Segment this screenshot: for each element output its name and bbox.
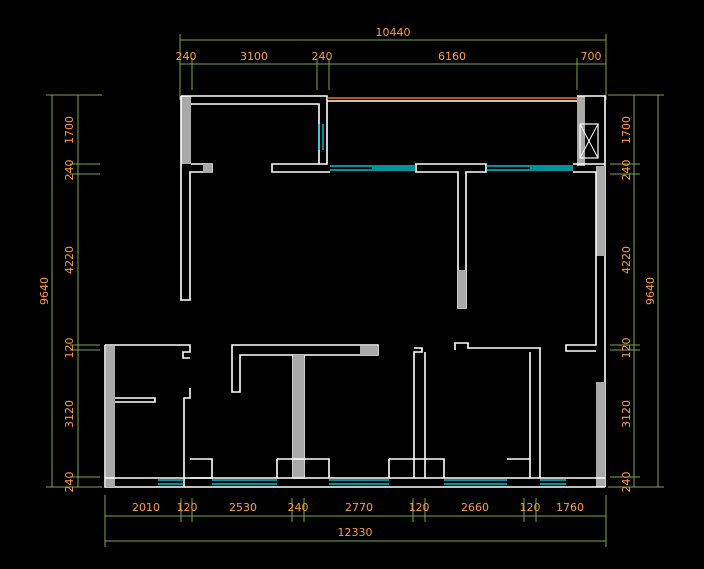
dim-bottom-seg-6: 120	[409, 501, 430, 514]
walls	[104, 95, 606, 488]
dim-right-seg-3: 4220	[620, 246, 633, 274]
dim-right-total: 9640	[644, 277, 657, 305]
window-bottom-3	[329, 479, 389, 485]
dim-bottom-seg-8: 120	[520, 501, 541, 514]
dim-bottom-seg-4: 240	[288, 501, 309, 514]
wall-top-left-room	[181, 95, 330, 173]
dimension-bottom: 2010 120 2530 240 2770 120 2660 120 1760…	[104, 495, 607, 547]
dim-bottom-seg-7: 2660	[461, 501, 489, 514]
dim-top-seg-1: 240	[176, 50, 197, 63]
shaft-box	[579, 123, 599, 159]
dim-left-seg-1: 1700	[63, 116, 76, 144]
dim-bottom-seg-9: 1760	[556, 501, 584, 514]
wall-center-top	[415, 163, 487, 309]
wall-bottom-outer	[104, 345, 605, 488]
windows	[158, 124, 573, 485]
dimension-left: 9640 1700 240 4220 120 3120 240	[38, 94, 102, 493]
dimension-top: 10440 240 3100 240 6160 700	[176, 26, 607, 100]
dim-left-seg-5: 3120	[63, 400, 76, 428]
dim-left-seg-2: 240	[63, 160, 76, 181]
dim-top-seg-4: 6160	[438, 50, 466, 63]
dim-left-seg-3: 4220	[63, 246, 76, 274]
dim-left-seg-6: 240	[63, 472, 76, 493]
dim-left-total: 9640	[38, 277, 51, 305]
window-bottom-2	[212, 479, 277, 485]
dim-right-seg-6: 240	[620, 472, 633, 493]
dim-right-seg-2: 240	[620, 160, 633, 181]
window-top-2	[486, 165, 573, 171]
dim-right-seg-1: 1700	[620, 116, 633, 144]
dim-right-seg-5: 3120	[620, 400, 633, 428]
dim-right-seg-4: 120	[620, 338, 633, 359]
window-bottom-4	[444, 479, 507, 485]
window-bottom-1	[158, 479, 184, 485]
dim-top-seg-2: 3100	[240, 50, 268, 63]
dim-bottom-seg-2: 120	[177, 501, 198, 514]
dim-bottom-seg-5: 2770	[345, 501, 373, 514]
dim-left-seg-4: 120	[63, 338, 76, 359]
dim-bottom-seg-1: 2010	[132, 501, 160, 514]
dim-top-total: 10440	[376, 26, 411, 39]
window-bottom-5	[540, 479, 566, 485]
dim-bottom-total: 12330	[338, 526, 373, 539]
wall-top-left-hatched	[181, 96, 191, 164]
dim-top-seg-3: 240	[312, 50, 333, 63]
dim-top-seg-5: 700	[581, 50, 602, 63]
dim-bottom-seg-3: 2530	[229, 501, 257, 514]
wall-right-outer	[577, 95, 606, 487]
window-top-left-side	[318, 124, 324, 150]
window-top-1	[330, 165, 416, 171]
dimension-right: 1700 240 4220 120 3120 240 9640	[608, 94, 664, 493]
